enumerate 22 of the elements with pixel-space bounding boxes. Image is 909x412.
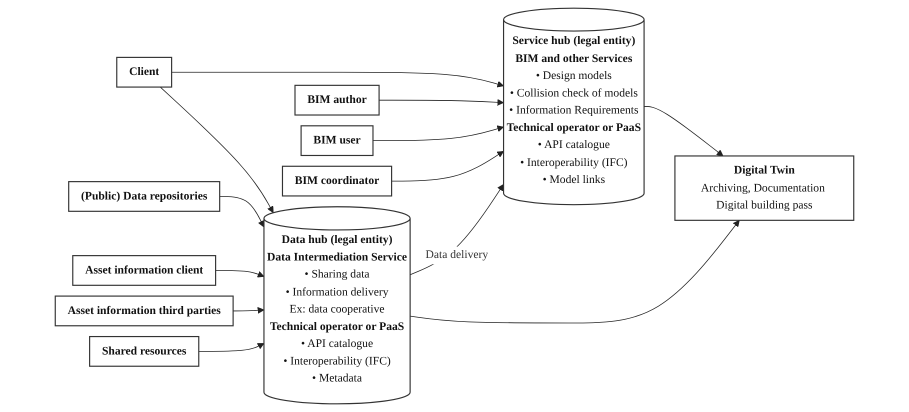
- arrow: [410, 184, 504, 276]
- node-box: BIM user: [300, 125, 374, 156]
- arrow: [219, 196, 264, 228]
- node-box: Asset information client: [72, 255, 216, 286]
- arrow: [160, 86, 274, 213]
- arrow: [215, 270, 264, 278]
- node-box: BIM coordinator: [282, 166, 392, 197]
- node-box: Shared resources: [89, 336, 200, 367]
- edge-label: Data delivery: [426, 248, 488, 262]
- node-box: Asset information third parties: [54, 296, 234, 326]
- arrow: [372, 125, 504, 142]
- arrow: [410, 220, 740, 324]
- arrow: [644, 106, 724, 156]
- arrow: [391, 150, 504, 182]
- arrow: [198, 343, 264, 352]
- node-box: Digital Twin Archiving, Documentation Digital building pass: [674, 155, 854, 221]
- node-box: (Public) Data repositories: [68, 181, 220, 212]
- arrow: [378, 98, 504, 106]
- node-box: BIM author: [294, 84, 380, 116]
- arrow: [171, 72, 504, 88]
- arrow: [232, 306, 264, 314]
- node-box: Client: [116, 56, 172, 88]
